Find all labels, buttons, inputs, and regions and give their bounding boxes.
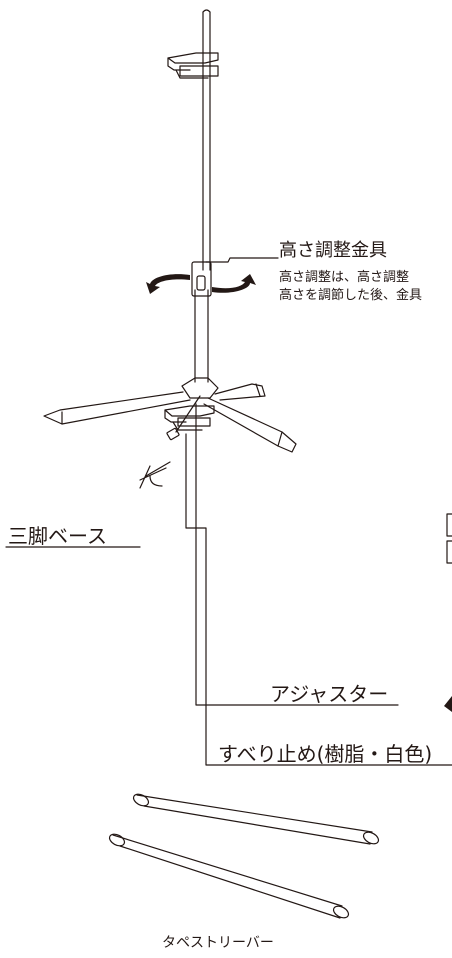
edge-box-2: [446, 540, 452, 564]
tripod-base: [43, 377, 297, 453]
label-anti-slip: すべり止め(樹脂・白色): [218, 742, 433, 766]
label-height-adjuster-desc-2: 高さを調節した後、金具: [279, 288, 423, 303]
label-height-adjuster-title: 高さ調整金具: [279, 240, 387, 261]
tapestry-bar-upper: [132, 793, 380, 845]
leader-adjuster: [195, 403, 399, 706]
edge-mark: [444, 696, 452, 712]
lower-hook: [164, 405, 215, 431]
leader-anti-slip: [185, 433, 452, 766]
label-tripod-base: 三脚ベース: [8, 524, 107, 548]
upper-hook: [167, 52, 219, 79]
label-height-adjuster-desc-1: 高さ調整は、高さ調整: [279, 270, 410, 285]
leader-height-adjuster: [205, 257, 279, 263]
lower-pole: [194, 289, 209, 383]
upper-pole: [202, 9, 211, 271]
label-adjuster: アジャスター: [270, 682, 389, 706]
rotation-arrow-icon: [146, 274, 256, 294]
edge-box-1: [446, 513, 452, 537]
label-tapestry-bar: タペストリーバー: [162, 935, 274, 951]
adjuster-screw: [139, 395, 201, 489]
tapestry-bar-lower: [108, 833, 350, 919]
height-adjuster-collar: [191, 261, 212, 297]
